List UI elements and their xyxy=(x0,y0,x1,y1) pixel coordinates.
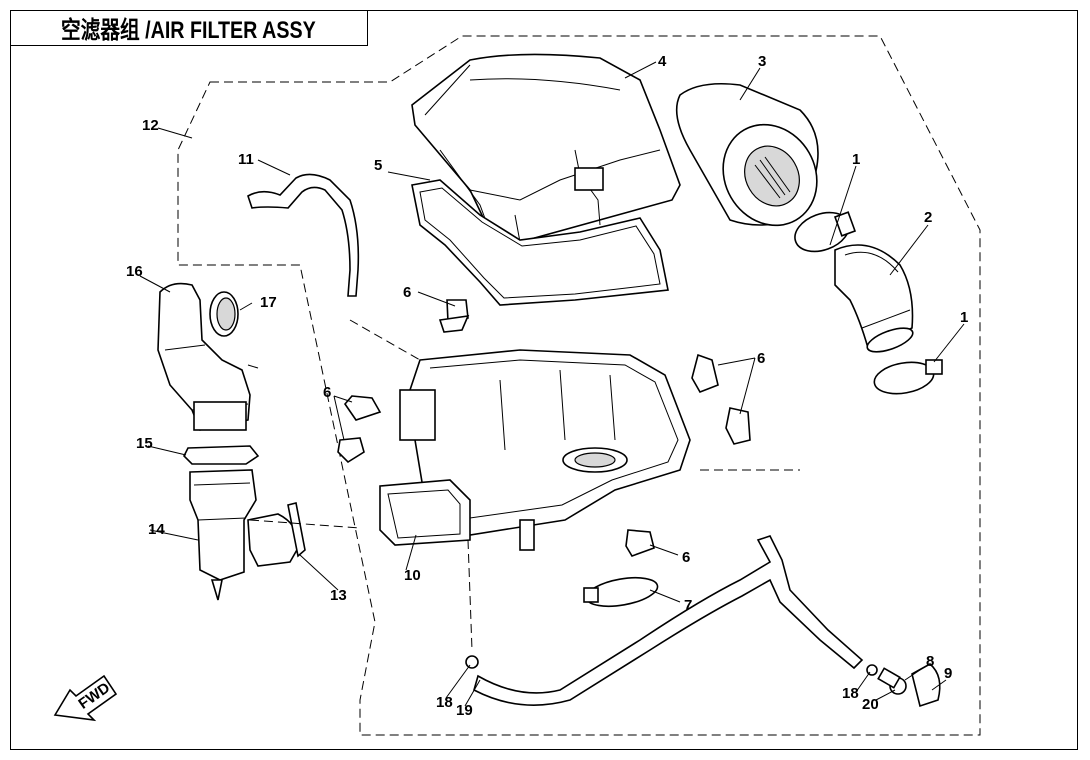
airbox-lower xyxy=(379,349,691,551)
callout-13: 13 xyxy=(330,587,347,604)
retaining-clip xyxy=(625,529,655,557)
callout-10: 10 xyxy=(404,567,421,584)
intake-boot xyxy=(834,244,914,353)
callout-6-right: 6 xyxy=(757,350,765,367)
callout-18-left: 18 xyxy=(436,694,453,711)
callout-8: 8 xyxy=(926,653,934,670)
callout-11: 11 xyxy=(238,151,254,168)
callout-18-right: 18 xyxy=(842,685,859,702)
callout-4: 4 xyxy=(658,53,667,70)
callout-6-top: 6 xyxy=(403,284,411,301)
callout-17: 17 xyxy=(260,294,277,311)
inlet-duct xyxy=(157,282,259,431)
title-box: 空滤器组 /AIR FILTER ASSY xyxy=(10,10,368,46)
drain-plug xyxy=(911,663,941,708)
duct-gasket xyxy=(183,445,260,465)
drain-connector xyxy=(877,667,901,689)
mesh-screen xyxy=(209,291,239,337)
air-filter-element xyxy=(675,82,819,227)
drawing-frame xyxy=(10,10,1078,750)
callout-2: 2 xyxy=(924,209,932,226)
forward-arrow: FWD xyxy=(53,674,118,722)
retaining-clip xyxy=(438,299,470,333)
retaining-clip xyxy=(691,353,719,393)
duct-adapter xyxy=(189,469,299,601)
callout-6-bottom: 6 xyxy=(682,549,690,566)
callout-1-upper: 1 xyxy=(852,151,860,168)
callout-1-lower: 1 xyxy=(960,309,968,326)
cover-gasket xyxy=(411,179,669,306)
duct-strap xyxy=(287,502,306,558)
callout-9: 9 xyxy=(944,665,952,682)
hose-clip xyxy=(465,655,479,669)
drain-tube xyxy=(473,535,864,706)
retaining-clip xyxy=(337,437,365,464)
callout-7: 7 xyxy=(684,597,692,614)
callouts: 4 3 1 2 1 5 11 12 16 17 6 6 6 6 7 10 15 … xyxy=(126,53,968,719)
callout-3: 3 xyxy=(758,53,766,70)
diagram-title: 空滤器组 /AIR FILTER ASSY xyxy=(61,17,316,44)
leader-lines xyxy=(139,61,965,707)
callout-19: 19 xyxy=(456,702,473,719)
callout-5: 5 xyxy=(374,157,382,174)
callout-12: 12 xyxy=(142,117,159,134)
retaining-clip xyxy=(725,407,751,445)
retaining-clip xyxy=(343,395,382,421)
callout-15: 15 xyxy=(136,435,153,452)
callout-14: 14 xyxy=(148,521,165,538)
breather-hose xyxy=(247,173,360,297)
airbox-cover xyxy=(411,53,681,243)
callout-6-left: 6 xyxy=(323,384,331,401)
callout-20: 20 xyxy=(862,696,879,713)
callout-16: 16 xyxy=(126,263,143,280)
